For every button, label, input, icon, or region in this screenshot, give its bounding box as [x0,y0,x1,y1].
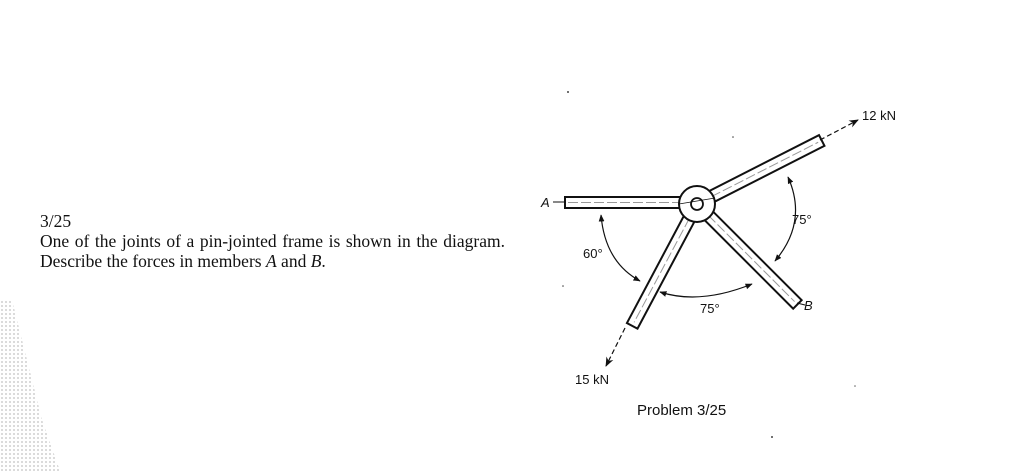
label-force-12kn: 12 kN [862,108,896,123]
member-b-leader [796,302,806,306]
scan-speck [771,436,773,438]
member-lower-left [625,210,699,331]
label-angle-75-right: 75° [792,212,812,227]
angle-arc-75-right [774,176,797,262]
problem-number: 3/25 [40,211,72,231]
scan-speck [732,136,734,138]
label-force-15kn: 15 kN [575,372,609,387]
label-angle-75-bottom: 75° [700,301,720,316]
scan-speck [567,91,569,93]
scan-speck [562,285,564,287]
figure-caption: Problem 3/25 [637,402,726,419]
label-angle-60: 60° [583,246,603,261]
member-b [699,206,804,311]
force-arrow-12kn [819,119,859,141]
force-arrow-15kn [605,327,626,367]
angle-arc-60 [598,214,641,282]
problem-text: One of the joints of a pin-jointed frame… [40,231,505,271]
scan-speck [854,385,856,387]
label-member-b: B [804,298,813,313]
angle-arc-75-bottom [659,283,753,298]
problem-statement: 3/25 One of the joints of a pin-jointed … [40,211,505,271]
member-upper-right [703,133,826,206]
member-a [564,196,684,209]
label-member-a: A [540,195,550,210]
pin-joint [678,185,716,223]
